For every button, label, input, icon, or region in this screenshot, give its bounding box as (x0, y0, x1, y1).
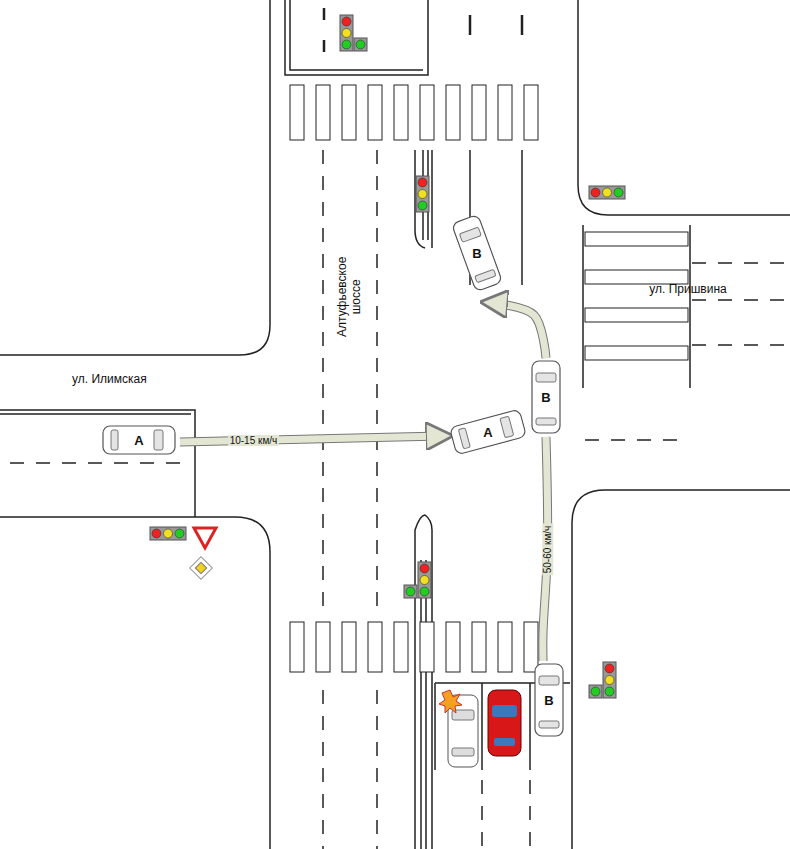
crosswalk-stripe (394, 622, 408, 672)
crosswalk-stripe (394, 85, 408, 140)
crosswalk-stripe (498, 622, 512, 672)
street-name: ул. Пришвина (648, 283, 728, 297)
car: A (448, 408, 527, 456)
traffic-light (416, 176, 429, 212)
lane-dash (323, 150, 377, 615)
traffic-light (340, 15, 367, 51)
crosswalk-stripe (316, 85, 330, 140)
median-island (415, 515, 432, 849)
red-car (488, 690, 521, 756)
path-outline (180, 436, 442, 442)
crosswalk-stripe (290, 85, 304, 140)
car-letter: B (531, 360, 561, 434)
car: B (450, 213, 504, 293)
traffic-light (589, 186, 625, 199)
yield-sign (190, 528, 216, 579)
road-edge (0, 517, 270, 849)
car-letter: B (534, 663, 564, 737)
crosswalk-stripe (446, 85, 460, 140)
crosswalk-stripe (472, 85, 486, 140)
crosswalk-stripe (316, 622, 330, 672)
road-edge (578, 0, 790, 215)
path-outline (491, 303, 546, 358)
lane-box (0, 410, 195, 517)
lane-dash (324, 8, 522, 52)
building-edge (285, 0, 428, 75)
street-name: ул. Илимская (72, 373, 182, 387)
car-letter: A (124, 403, 154, 477)
motion-path (180, 436, 442, 442)
traffic-light (589, 662, 616, 698)
crosswalk-stripe (585, 232, 688, 246)
crosswalk-stripe (368, 85, 382, 140)
lane-dash (10, 462, 185, 464)
crosswalk-stripe (446, 622, 460, 672)
motion-path (491, 303, 546, 358)
crosswalk-stripe (342, 85, 356, 140)
crosswalk-stripe (585, 270, 688, 284)
car: A (102, 425, 176, 455)
crosswalk-stripe (290, 622, 304, 672)
crosswalk-stripe (472, 622, 486, 672)
crosswalk-stripe (498, 85, 512, 140)
crosswalk-stripe (585, 308, 688, 322)
lane-dash (692, 263, 790, 345)
speed-label: 50-60 км/ч (542, 523, 553, 575)
traffic-light (404, 562, 431, 598)
road-edge (0, 0, 270, 355)
street-name: Алтуфьевское шоссе (336, 247, 364, 347)
car: B (531, 360, 561, 434)
road-edge (572, 490, 790, 849)
crosswalk-stripe (420, 85, 434, 140)
car-letter: A (473, 395, 503, 469)
crosswalk-stripe (524, 85, 538, 140)
crosswalk-stripe (585, 346, 688, 360)
crosswalk-stripe (420, 622, 434, 672)
crosswalk-stripe (524, 622, 538, 672)
speed-label: 10-15 км/ч (228, 435, 280, 446)
impact-mark (439, 690, 462, 713)
traffic-light (150, 527, 186, 540)
lane-dash (585, 439, 680, 441)
crosswalk-edge (583, 225, 690, 388)
median-island (415, 150, 432, 248)
car: B (534, 663, 564, 737)
crosswalk-stripe (368, 622, 382, 672)
crosswalk-stripe (342, 622, 356, 672)
lane-dash (323, 690, 530, 849)
car-letter: B (462, 216, 492, 290)
